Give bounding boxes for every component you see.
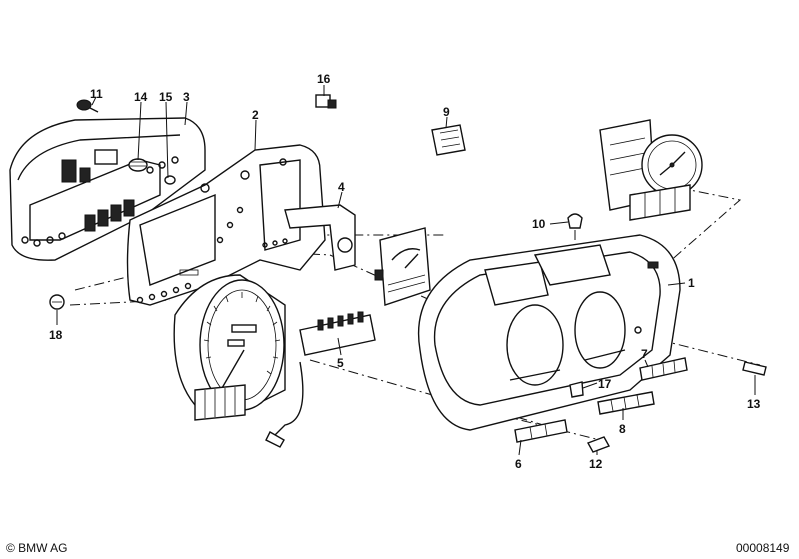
indicator-strip-part8: [597, 391, 655, 415]
leader-lines: [56, 85, 756, 456]
callout-10: 10: [532, 217, 546, 231]
speedometer: [173, 274, 304, 448]
callout-6: 6: [515, 457, 522, 471]
connector-part5: [299, 311, 376, 356]
bulb-part15: [164, 175, 176, 185]
callout-4: 4: [338, 180, 345, 194]
screw-part11: [76, 99, 99, 113]
callout-2: 2: [252, 108, 259, 122]
callout-12: 12: [589, 457, 603, 471]
bulb-part18: [49, 294, 65, 310]
callout-13: 13: [747, 397, 761, 411]
printed-circuit-board: [126, 144, 326, 306]
callout-11: 11: [90, 87, 103, 101]
callout-16: 16: [317, 72, 331, 86]
indicator-strip-part6: [514, 419, 568, 443]
clip-part9: [431, 124, 466, 156]
callout-labels: 11 14 15 3 16 2 9 4 10 1 18 5 7 17 13 8 …: [49, 72, 761, 471]
connector-strip: [84, 199, 135, 232]
rear-circuit-housing: [9, 117, 206, 261]
pin-part12: [586, 436, 611, 453]
small-gauge-module: [374, 227, 431, 306]
bracket-part4: [284, 204, 356, 271]
cluster-housing: [417, 234, 681, 431]
callout-1: 1: [688, 276, 695, 290]
callout-3: 3: [183, 90, 190, 104]
pcb-holes: [136, 206, 288, 304]
callout-15: 15: [159, 90, 173, 104]
callout-14: 14: [134, 90, 148, 104]
copyright-text: © BMW AG: [6, 541, 68, 555]
bulb-socket-part16: [315, 94, 337, 109]
pin-part13: [742, 361, 767, 376]
screw-part17: [569, 381, 584, 398]
rotary-knob-part14: [128, 158, 148, 172]
speedometer-dial-ticks: [203, 292, 281, 375]
callout-5: 5: [337, 356, 344, 370]
diagram-id: 00008149: [736, 541, 790, 555]
indicator-strip-part7: [639, 357, 688, 381]
callout-8: 8: [619, 422, 626, 436]
clock-connector-block: [629, 184, 691, 221]
speedometer-motor-block: [194, 384, 246, 421]
screw-part10: [567, 213, 583, 229]
callout-7: 7: [641, 347, 648, 361]
callout-18: 18: [49, 328, 63, 342]
clock-unit: [599, 119, 703, 221]
callout-17: 17: [598, 377, 612, 391]
bulb-holes-row: [21, 156, 179, 247]
callout-9: 9: [443, 105, 450, 119]
